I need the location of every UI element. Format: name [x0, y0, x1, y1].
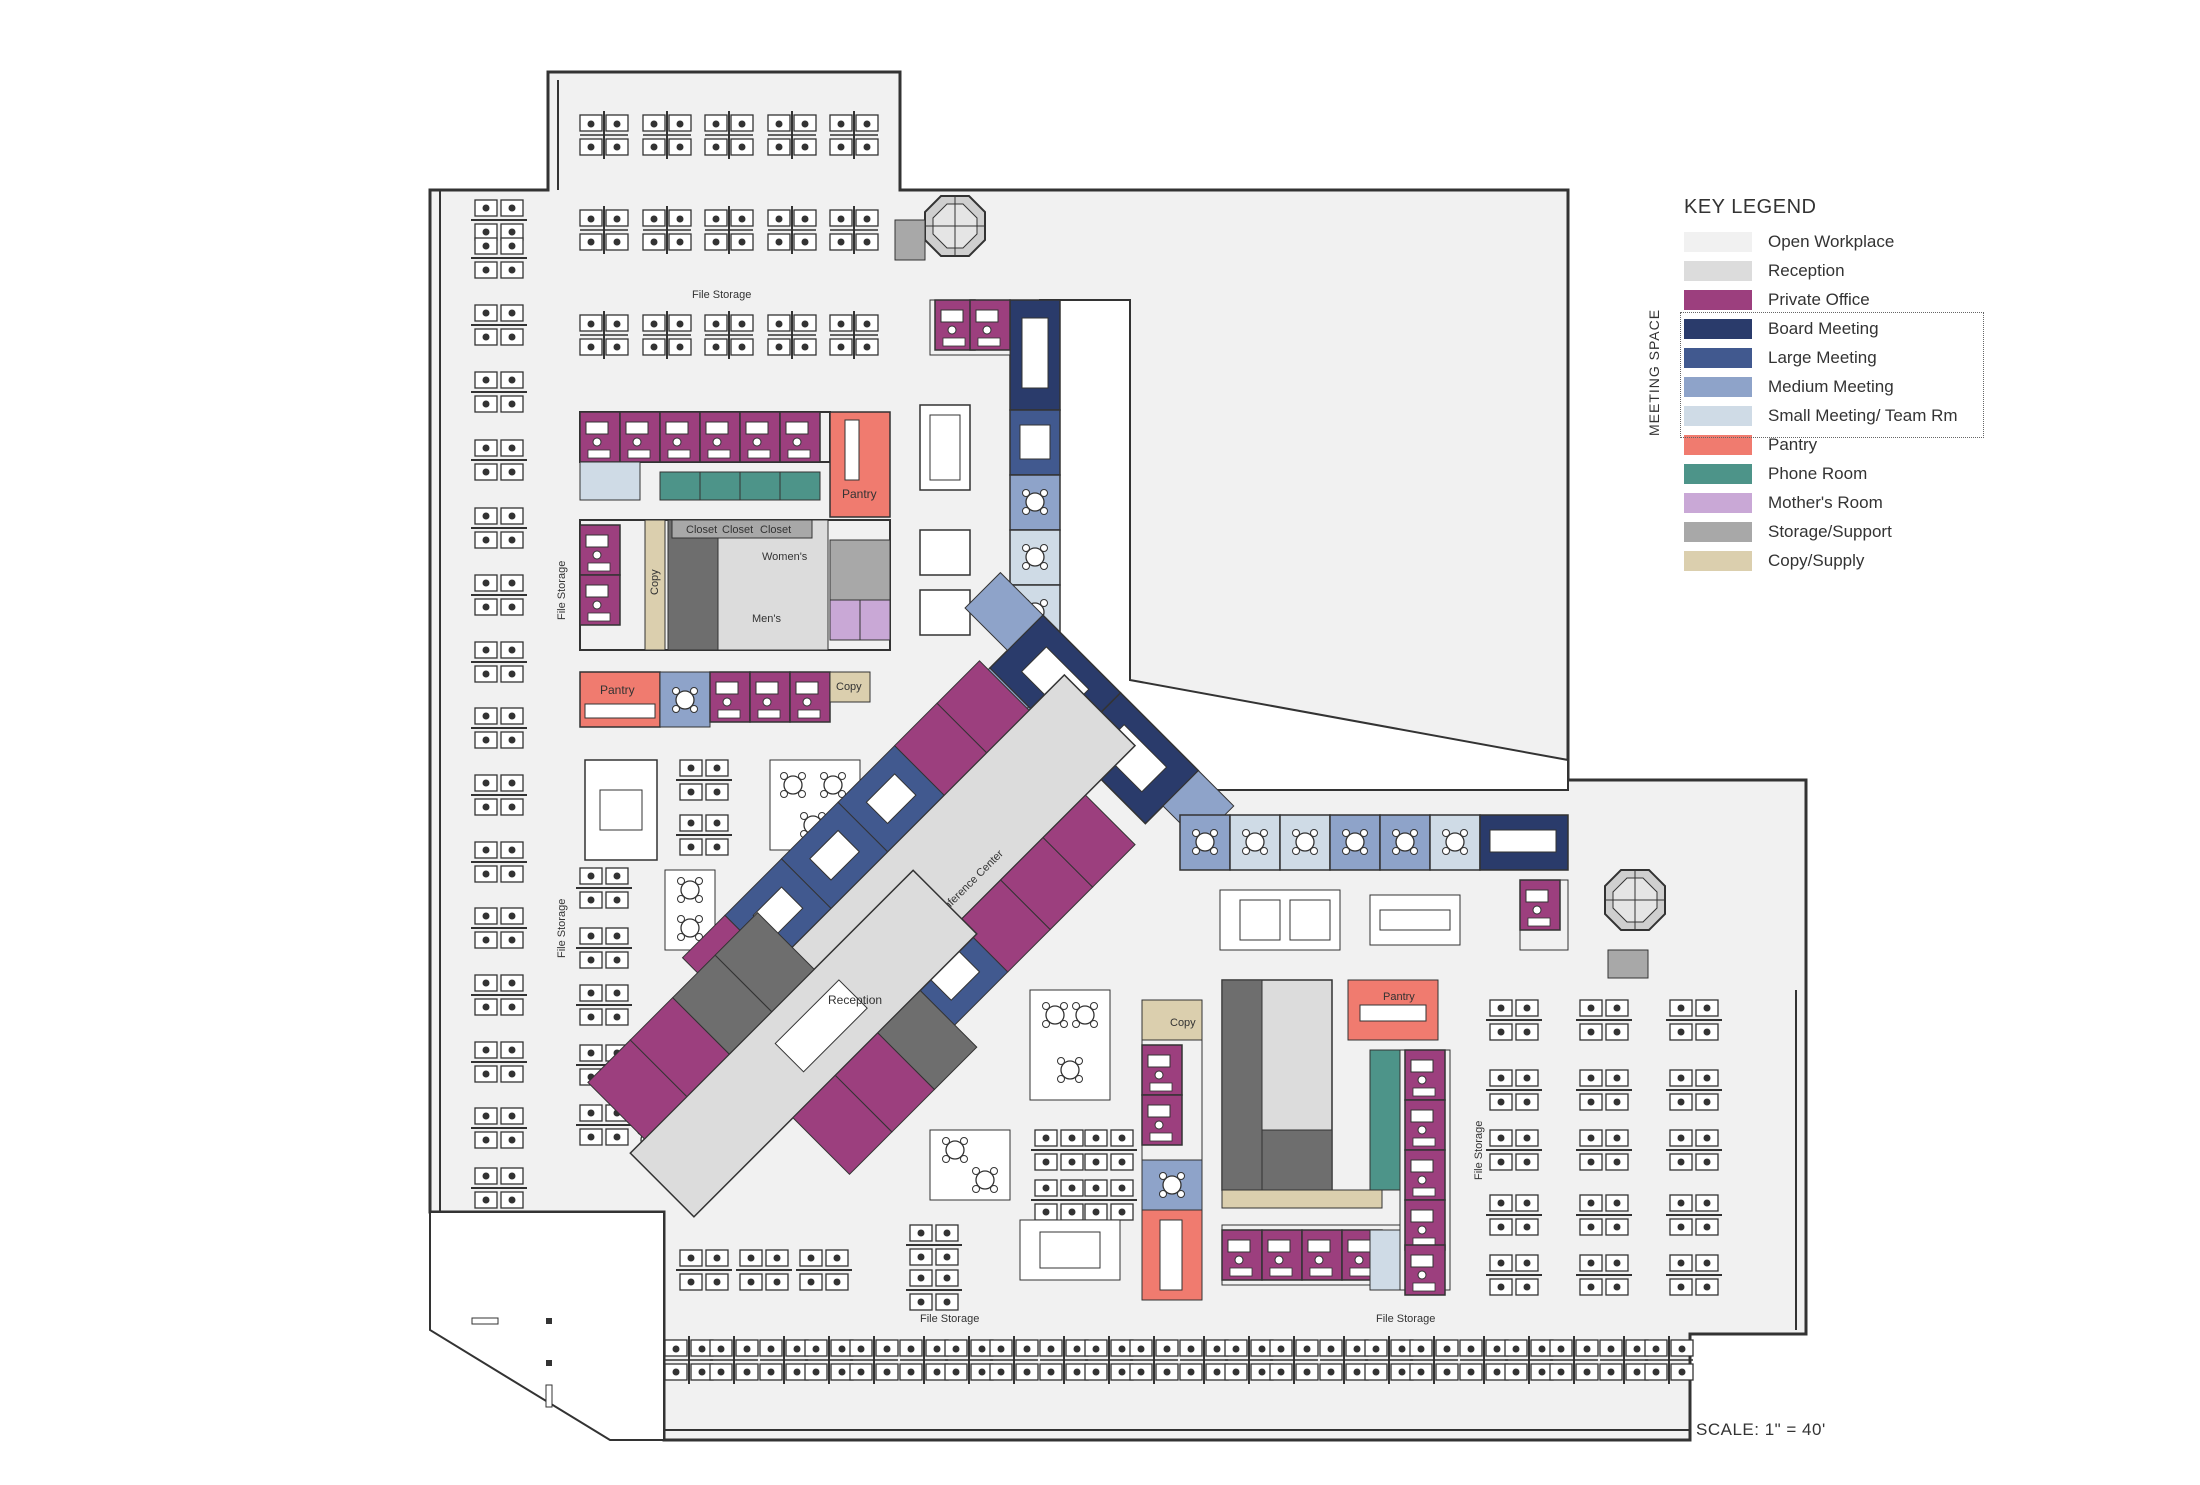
- legend-item: Phone Room: [1676, 459, 2006, 488]
- legend-item: Copy/Supply: [1676, 546, 2006, 575]
- legend-item-label: Phone Room: [1768, 463, 1868, 483]
- meeting-space-label: MEETING SPACE: [1646, 308, 1662, 436]
- legend-item-label: Storage/Support: [1768, 521, 1892, 541]
- copy-label-1: Copy: [649, 569, 661, 595]
- scale-label: SCALE: 1" = 40': [1696, 1420, 1826, 1439]
- file-storage-label-bottom-1: File Storage: [920, 1313, 979, 1325]
- legend-item-label: Open Workplace: [1768, 231, 1895, 251]
- closet-label-2: Closet: [722, 524, 753, 536]
- legend-item: Mother's Room: [1676, 488, 2006, 517]
- meeting-space-group-box: [1680, 312, 1984, 438]
- legend-item: Medium Meeting: [1676, 372, 2006, 401]
- legend-swatch: [1684, 434, 1752, 455]
- file-storage-label-left-2: File Storage: [556, 899, 568, 958]
- mens-label: Men's: [752, 613, 781, 625]
- pantry-label-1: Pantry: [842, 487, 877, 501]
- legend-item: Private Office: [1676, 285, 2006, 314]
- legend-item-label: Mother's Room: [1768, 492, 1883, 512]
- legend-swatch: [1684, 289, 1752, 310]
- legend-title: KEY LEGEND: [1684, 196, 1817, 218]
- legend-item-label: Medium Meeting: [1768, 376, 1894, 396]
- file-storage-label: File Storage: [692, 289, 751, 301]
- legend-item: Pantry: [1676, 430, 2006, 459]
- legend-swatch: [1684, 521, 1752, 542]
- legend-item-label: Copy/Supply: [1768, 550, 1865, 570]
- legend-swatch: [1684, 492, 1752, 513]
- legend-item: Board Meeting: [1676, 314, 2006, 343]
- legend-item-label: Small Meeting/ Team Rm: [1768, 405, 1958, 425]
- closet-label-3: Closet: [760, 524, 791, 536]
- legend-item-label: Board Meeting: [1768, 318, 1879, 338]
- reception-label: Reception: [828, 993, 882, 1007]
- legend-item: Reception: [1676, 256, 2006, 285]
- legend-swatch: [1684, 260, 1752, 281]
- legend-swatch: [1684, 376, 1752, 397]
- closet-label-1: Closet: [686, 524, 717, 536]
- legend-item-label: Pantry: [1768, 434, 1818, 454]
- pantry-label-3: Pantry: [1383, 991, 1415, 1003]
- copy-label-3: Copy: [1170, 1017, 1196, 1029]
- copy-label-2: Copy: [836, 681, 862, 693]
- legend-item-label: Private Office: [1768, 289, 1870, 309]
- legend-item: Large Meeting: [1676, 343, 2006, 372]
- legend-swatch: [1684, 405, 1752, 426]
- legend-swatch: [1684, 463, 1752, 484]
- pantry-label-2: Pantry: [600, 683, 635, 697]
- file-storage-label-right: File Storage: [1473, 1121, 1485, 1180]
- legend-item: Open Workplace: [1676, 227, 2006, 256]
- legend-swatch: [1684, 550, 1752, 571]
- legend-item-label: Reception: [1768, 260, 1845, 280]
- file-storage-label-bottom-2: File Storage: [1376, 1313, 1435, 1325]
- file-storage-label-left: File Storage: [556, 561, 568, 620]
- legend-swatch: [1684, 318, 1752, 339]
- legend-swatch: [1684, 231, 1752, 252]
- legend-item: Small Meeting/ Team Rm: [1676, 401, 2006, 430]
- legend-swatch: [1684, 347, 1752, 368]
- womens-label: Women's: [762, 551, 808, 563]
- legend-item: Storage/Support: [1676, 517, 2006, 546]
- legend-item-label: Large Meeting: [1768, 347, 1877, 367]
